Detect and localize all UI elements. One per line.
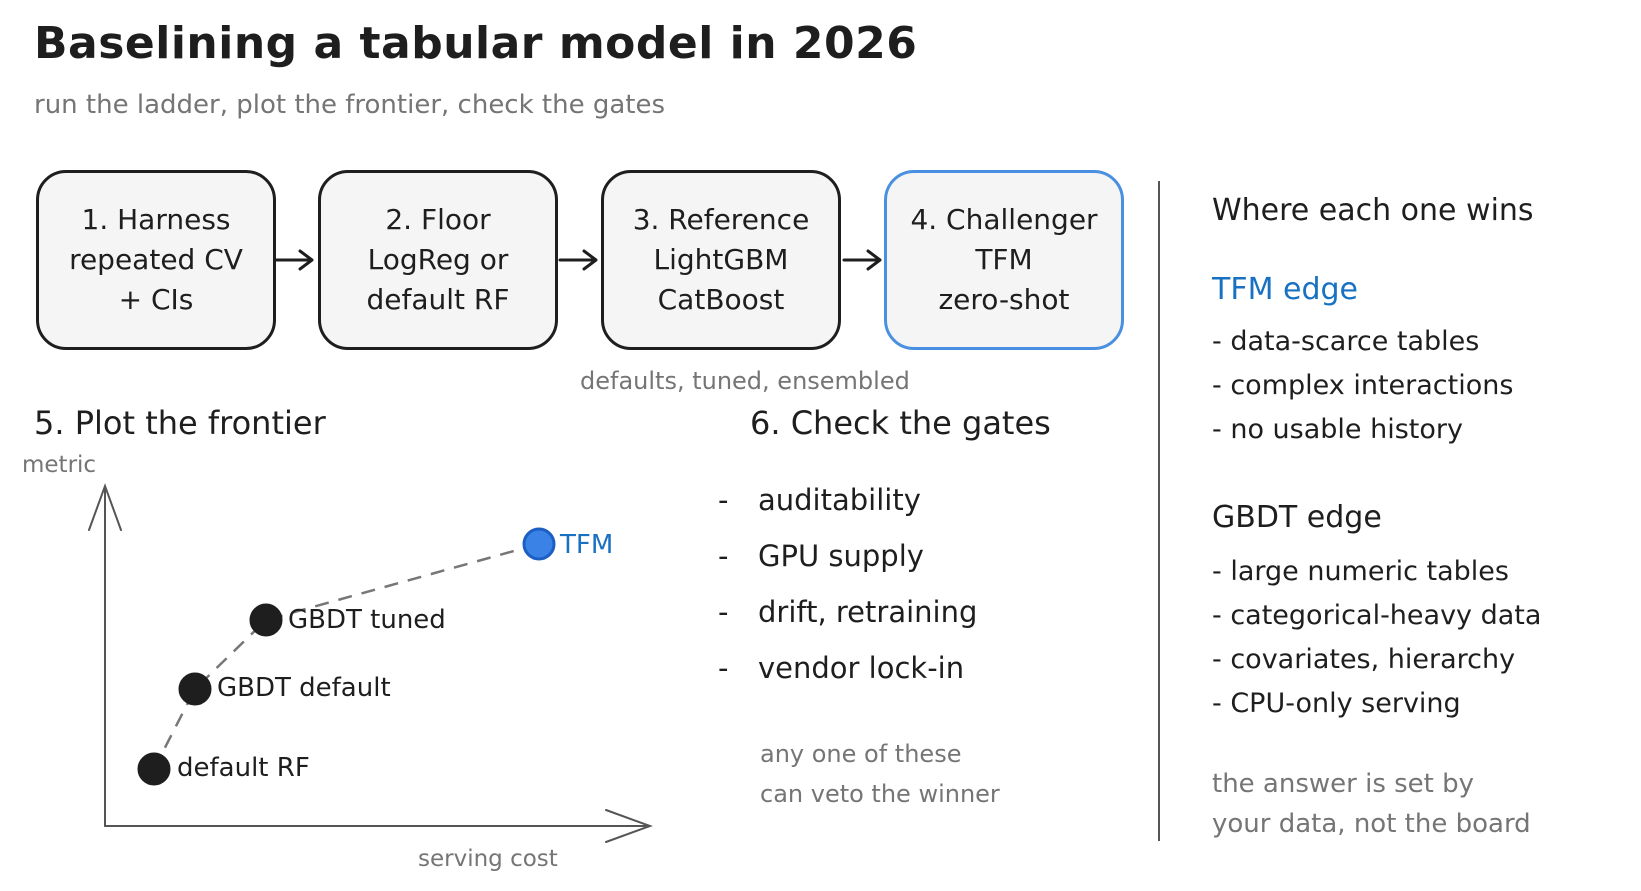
page-subtitle: run the ladder, plot the frontier, check… bbox=[34, 90, 666, 120]
point-gbdt-default bbox=[178, 672, 212, 706]
section-divider bbox=[1158, 181, 1160, 841]
frontier-y-label: metric bbox=[22, 452, 97, 478]
gate-item: - auditability bbox=[718, 483, 921, 517]
point-label-gbdt-tuned: GBDT tuned bbox=[288, 605, 446, 635]
step-floor-line-2: LogReg or bbox=[367, 243, 509, 276]
frontier-points bbox=[137, 527, 556, 786]
page-title: Baselining a tabular model in 2026 bbox=[34, 18, 918, 69]
tfm-edge-item: - no usable history bbox=[1212, 414, 1463, 445]
tfm-edge-item: - data-scarce tables bbox=[1212, 326, 1480, 357]
step-challenger-line-1: 4. Challenger bbox=[910, 203, 1098, 236]
step-reference: 3. Reference LightGBM CatBoost bbox=[601, 170, 841, 350]
gate-dash: - bbox=[718, 595, 729, 629]
step-challenger: 4. Challenger TFM zero-shot bbox=[884, 170, 1124, 350]
gate-dash: - bbox=[718, 651, 729, 685]
step-harness-line-3: + CIs bbox=[118, 283, 194, 316]
step-reference-line-1: 3. Reference bbox=[632, 203, 810, 236]
step-reference-line-3: CatBoost bbox=[657, 283, 785, 316]
gbdt-edge-item: - covariates, hierarchy bbox=[1212, 644, 1516, 675]
point-label-tfm: TFM bbox=[560, 530, 614, 560]
step-challenger-line-2: TFM bbox=[975, 243, 1033, 276]
step-floor: 2. Floor LogReg or default RF bbox=[318, 170, 558, 350]
gates-note-line-1: any one of these bbox=[760, 740, 962, 768]
gate-item: - vendor lock-in bbox=[718, 651, 965, 685]
closing-note-line-1: the answer is set by bbox=[1212, 769, 1475, 799]
x-axis bbox=[104, 809, 653, 843]
point-label-default-rf: default RF bbox=[177, 753, 310, 783]
arrow-1-to-2 bbox=[274, 249, 314, 271]
step-harness-line-2: repeated CV bbox=[69, 243, 243, 276]
point-default-rf bbox=[137, 752, 171, 786]
wins-heading: Where each one wins bbox=[1212, 193, 1534, 228]
step-harness-line-1: 1. Harness bbox=[81, 203, 231, 236]
gates-note: any one of these can veto the winner bbox=[760, 734, 1000, 814]
gbdt-edge-item: - CPU-only serving bbox=[1212, 688, 1461, 719]
arrow-3-to-4 bbox=[842, 249, 882, 271]
reference-note: defaults, tuned, ensembled bbox=[580, 367, 910, 395]
step-floor-line-1: 2. Floor bbox=[385, 203, 491, 236]
gate-item: - GPU supply bbox=[718, 539, 924, 573]
step-harness: 1. Harness repeated CV + CIs bbox=[36, 170, 276, 350]
gbdt-edge-heading: GBDT edge bbox=[1212, 500, 1382, 535]
gate-dash: - bbox=[718, 483, 729, 517]
frontier-x-label: serving cost bbox=[418, 846, 558, 872]
point-tfm bbox=[522, 527, 556, 561]
arrow-2-to-3 bbox=[558, 249, 598, 271]
closing-note: the answer is set by your data, not the … bbox=[1212, 764, 1531, 844]
gate-dash: - bbox=[718, 539, 729, 573]
gate-label: drift, retraining bbox=[758, 595, 978, 629]
point-gbdt-tuned bbox=[249, 603, 283, 637]
gbdt-edge-item: - large numeric tables bbox=[1212, 556, 1509, 587]
frontier-heading: 5. Plot the frontier bbox=[34, 404, 326, 442]
gbdt-edge-item: - categorical-heavy data bbox=[1212, 600, 1542, 631]
closing-note-line-2: your data, not the board bbox=[1212, 809, 1531, 839]
gates-note-line-2: can veto the winner bbox=[760, 780, 1000, 808]
step-challenger-line-3: zero-shot bbox=[938, 283, 1070, 316]
gate-label: vendor lock-in bbox=[758, 651, 965, 685]
frontier-line bbox=[152, 542, 540, 770]
gates-heading: 6. Check the gates bbox=[750, 404, 1051, 442]
tfm-edge-item: - complex interactions bbox=[1212, 370, 1514, 401]
tfm-edge-heading: TFM edge bbox=[1212, 272, 1359, 307]
y-axis bbox=[88, 483, 122, 827]
step-reference-line-2: LightGBM bbox=[653, 243, 789, 276]
gate-label: GPU supply bbox=[758, 539, 924, 573]
gate-label: auditability bbox=[758, 483, 921, 517]
gate-item: - drift, retraining bbox=[718, 595, 978, 629]
frontier-axes bbox=[88, 483, 653, 843]
point-label-gbdt-default: GBDT default bbox=[217, 673, 391, 703]
connector-arrows bbox=[274, 249, 882, 271]
step-floor-line-3: default RF bbox=[366, 283, 510, 316]
